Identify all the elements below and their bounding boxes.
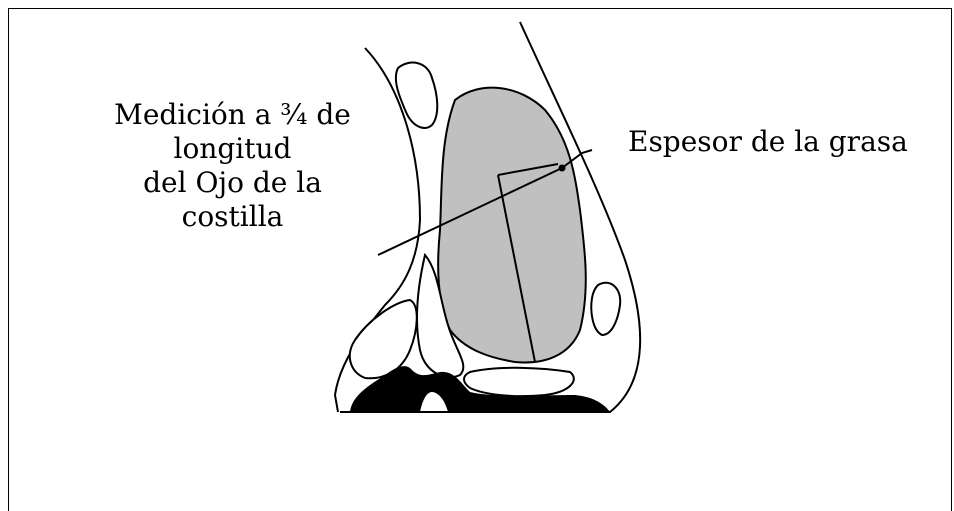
rib-eye-muscle [438, 88, 586, 363]
small-muscle-bottom [464, 368, 574, 396]
fat-measure-point [559, 165, 566, 172]
small-muscle-left [350, 300, 417, 378]
measurement-label: Medición a ¾ de longitud del Ojo de la c… [95, 98, 370, 234]
measurement-label-line2: longitud [95, 132, 370, 166]
measurement-label-line4: costilla [95, 200, 370, 234]
fat-thickness-label: Espesor de la grasa [628, 125, 908, 159]
small-muscle-right [591, 283, 620, 335]
measurement-label-line1: Medición a ¾ de [95, 98, 370, 132]
measurement-label-line3: del Ojo de la [95, 166, 370, 200]
small-muscle-top [396, 63, 437, 128]
